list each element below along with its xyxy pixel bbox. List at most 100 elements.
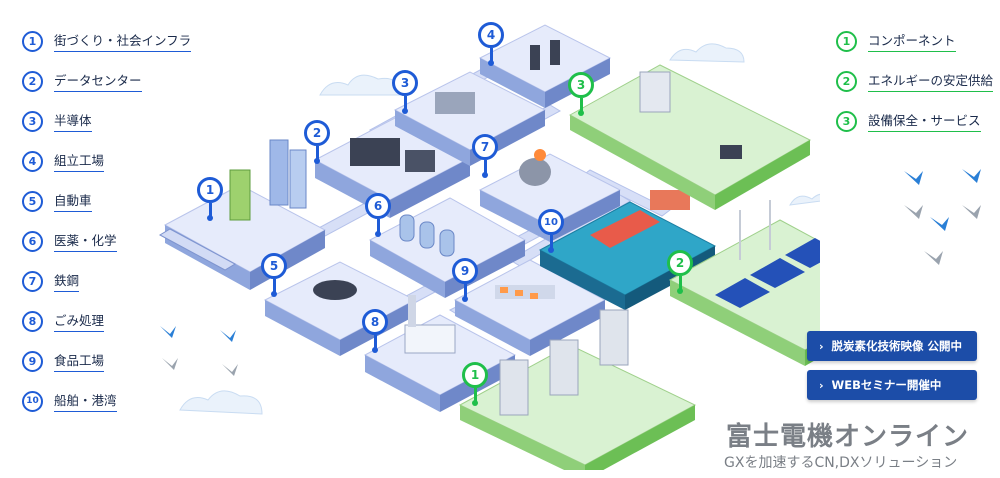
pin-pharma-chemical[interactable]: 6 <box>365 193 391 237</box>
nav-label: 半導体 <box>54 110 92 132</box>
pin-stem <box>678 276 682 290</box>
pin-dot <box>207 215 213 221</box>
birds-left-decoration <box>160 326 238 376</box>
nav-label: 船舶・港湾 <box>54 390 117 412</box>
pin-dot <box>482 172 488 178</box>
birds-right-decoration <box>904 169 981 265</box>
pin-assembly-plant[interactable]: 4 <box>478 22 504 66</box>
decarbonization-video-button[interactable]: › 脱炭素化技術映像 公開中 <box>807 331 977 361</box>
pin-number: 1 <box>197 177 223 203</box>
nav-label: 鉄鋼 <box>54 270 80 292</box>
pin-number: 1 <box>462 362 488 388</box>
nav-item-ship-port[interactable]: 10 船舶・港湾 <box>22 390 117 412</box>
nav-label: データセンター <box>54 70 142 92</box>
pin-number: 3 <box>392 70 418 96</box>
pin-dot <box>578 110 584 116</box>
pin-dot <box>462 296 468 302</box>
pin-number: 4 <box>478 22 504 48</box>
nav-item-assembly-plant[interactable]: 4 組立工場 <box>22 150 105 172</box>
nav-item-automotive[interactable]: 5 自動車 <box>22 190 92 212</box>
nav-item-town-infrastructure[interactable]: 1 街づくり・社会インフラ <box>22 30 192 52</box>
pin-components[interactable]: 1 <box>462 362 488 406</box>
nav-item-waste-treatment[interactable]: 8 ごみ処理 <box>22 310 105 332</box>
pin-ship-port[interactable]: 10 <box>538 209 564 253</box>
nav-label: 街づくり・社会インフラ <box>54 30 192 52</box>
video-button-label: 脱炭素化技術映像 公開中 <box>831 339 963 353</box>
pin-stable-energy-supply[interactable]: 2 <box>667 250 693 294</box>
pin-number: 6 <box>365 193 391 219</box>
tile-town <box>158 139 327 290</box>
pin-dot <box>677 288 683 294</box>
pin-stem <box>315 146 319 160</box>
pin-dot <box>548 247 554 253</box>
number-badge: 5 <box>22 190 43 212</box>
pin-stem <box>208 203 212 217</box>
pin-stem <box>272 279 276 293</box>
nav-label: ごみ処理 <box>54 310 105 332</box>
nav-label: コンポーネント <box>868 30 956 52</box>
number-badge: 1 <box>836 30 857 52</box>
pin-number: 7 <box>472 134 498 160</box>
pin-stem <box>403 96 407 110</box>
nav-item-semiconductor[interactable]: 3 半導体 <box>22 110 92 132</box>
pin-number: 5 <box>261 253 287 279</box>
nav-label: 設備保全・サービス <box>868 110 981 132</box>
number-badge: 8 <box>22 310 43 332</box>
number-badge: 3 <box>836 110 857 132</box>
number-badge: 2 <box>836 70 857 92</box>
web-seminar-button[interactable]: › WEBセミナー開催中 <box>807 370 977 400</box>
nav-label: 自動車 <box>54 190 92 212</box>
number-badge: 4 <box>22 150 43 172</box>
nav-label: エネルギーの安定供給 <box>868 70 994 92</box>
pin-stem <box>376 219 380 233</box>
number-badge: 6 <box>22 230 43 252</box>
pin-dot <box>402 108 408 114</box>
number-badge: 2 <box>22 70 43 92</box>
nav-item-food-factory[interactable]: 9 食品工場 <box>22 350 105 372</box>
brand-subtitle: GXを加速するCN,DXソリューション <box>724 455 958 471</box>
nav-item-steel[interactable]: 7 鉄鋼 <box>22 270 80 292</box>
pin-stem <box>483 160 487 174</box>
pin-stem <box>489 48 493 62</box>
pin-automotive[interactable]: 5 <box>261 253 287 297</box>
pin-maintenance-service[interactable]: 3 <box>568 72 594 116</box>
nav-item-components[interactable]: 1 コンポーネント <box>836 30 956 52</box>
pin-dot <box>314 158 320 164</box>
pin-semiconductor[interactable]: 3 <box>392 70 418 114</box>
nav-item-stable-energy-supply[interactable]: 2 エネルギーの安定供給 <box>836 70 994 92</box>
pin-steel[interactable]: 7 <box>472 134 498 178</box>
number-badge: 9 <box>22 350 43 372</box>
brand-title: 富士電機オンライン <box>726 422 970 452</box>
pin-number: 2 <box>304 120 330 146</box>
pin-stem <box>549 235 553 249</box>
pin-stem <box>579 98 583 112</box>
chevron-right-icon: › <box>819 378 824 392</box>
pin-food-factory[interactable]: 9 <box>452 258 478 302</box>
nav-item-pharma-chemical[interactable]: 6 医薬・化学 <box>22 230 117 252</box>
nav-label: 組立工場 <box>54 150 105 172</box>
number-badge: 3 <box>22 110 43 132</box>
pin-dot <box>271 291 277 297</box>
pin-dot <box>488 60 494 66</box>
pin-town-infrastructure[interactable]: 1 <box>197 177 223 221</box>
pin-stem <box>463 284 467 298</box>
chevron-right-icon: › <box>819 339 824 353</box>
pin-number: 9 <box>452 258 478 284</box>
number-badge: 1 <box>22 30 43 52</box>
number-badge: 10 <box>22 390 43 412</box>
pin-number: 10 <box>538 209 564 235</box>
pin-number: 2 <box>667 250 693 276</box>
pin-dot <box>472 400 478 406</box>
pin-number: 3 <box>568 72 594 98</box>
pin-stem <box>473 388 477 402</box>
nav-item-data-center[interactable]: 2 データセンター <box>22 70 142 92</box>
pin-dot <box>375 231 381 237</box>
pin-data-center[interactable]: 2 <box>304 120 330 164</box>
pin-stem <box>373 335 377 349</box>
pin-number: 8 <box>362 309 388 335</box>
seminar-button-label: WEBセミナー開催中 <box>831 378 942 392</box>
nav-item-maintenance-service[interactable]: 3 設備保全・サービス <box>836 110 981 132</box>
pin-waste-treatment[interactable]: 8 <box>362 309 388 353</box>
nav-label: 食品工場 <box>54 350 105 372</box>
number-badge: 7 <box>22 270 43 292</box>
